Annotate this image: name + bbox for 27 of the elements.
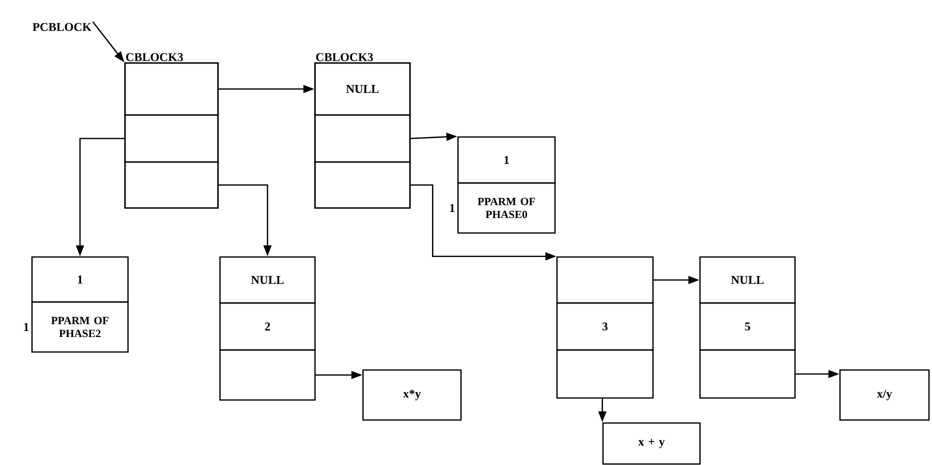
expression-box: x/y: [839, 369, 930, 421]
field-cell: [556, 349, 654, 399]
field-cell: 2: [219, 302, 316, 351]
field-cell: [219, 349, 316, 401]
field-cell: [314, 114, 411, 163]
record-heading: CBLOCK3: [126, 53, 183, 62]
field-cell: PPARM OF PHASE0: [457, 182, 556, 234]
field-cell: [124, 161, 219, 209]
pointer-label: PCBLOCK: [32, 22, 92, 31]
field-cell: 1: [31, 256, 129, 303]
field-cell: [124, 114, 219, 163]
field-cell: NULL: [219, 256, 316, 304]
record-heading: CBLOCK3: [316, 53, 373, 62]
index-number: 1: [24, 323, 29, 331]
expression-box: x*y: [362, 369, 462, 421]
field-cell: PPARM OF PHASE2: [31, 301, 129, 353]
field-cell: 5: [699, 302, 796, 351]
field-cell: 3: [556, 302, 654, 351]
expression-box: x + y: [602, 422, 701, 465]
field-cell: 1: [457, 136, 556, 184]
field-cell: [124, 62, 219, 116]
field-cell: [699, 349, 796, 399]
field-cell: [556, 256, 654, 304]
index-number: 1: [450, 204, 455, 212]
field-cell: NULL: [314, 62, 411, 116]
field-cell: NULL: [699, 256, 796, 304]
field-cell: [314, 161, 411, 209]
